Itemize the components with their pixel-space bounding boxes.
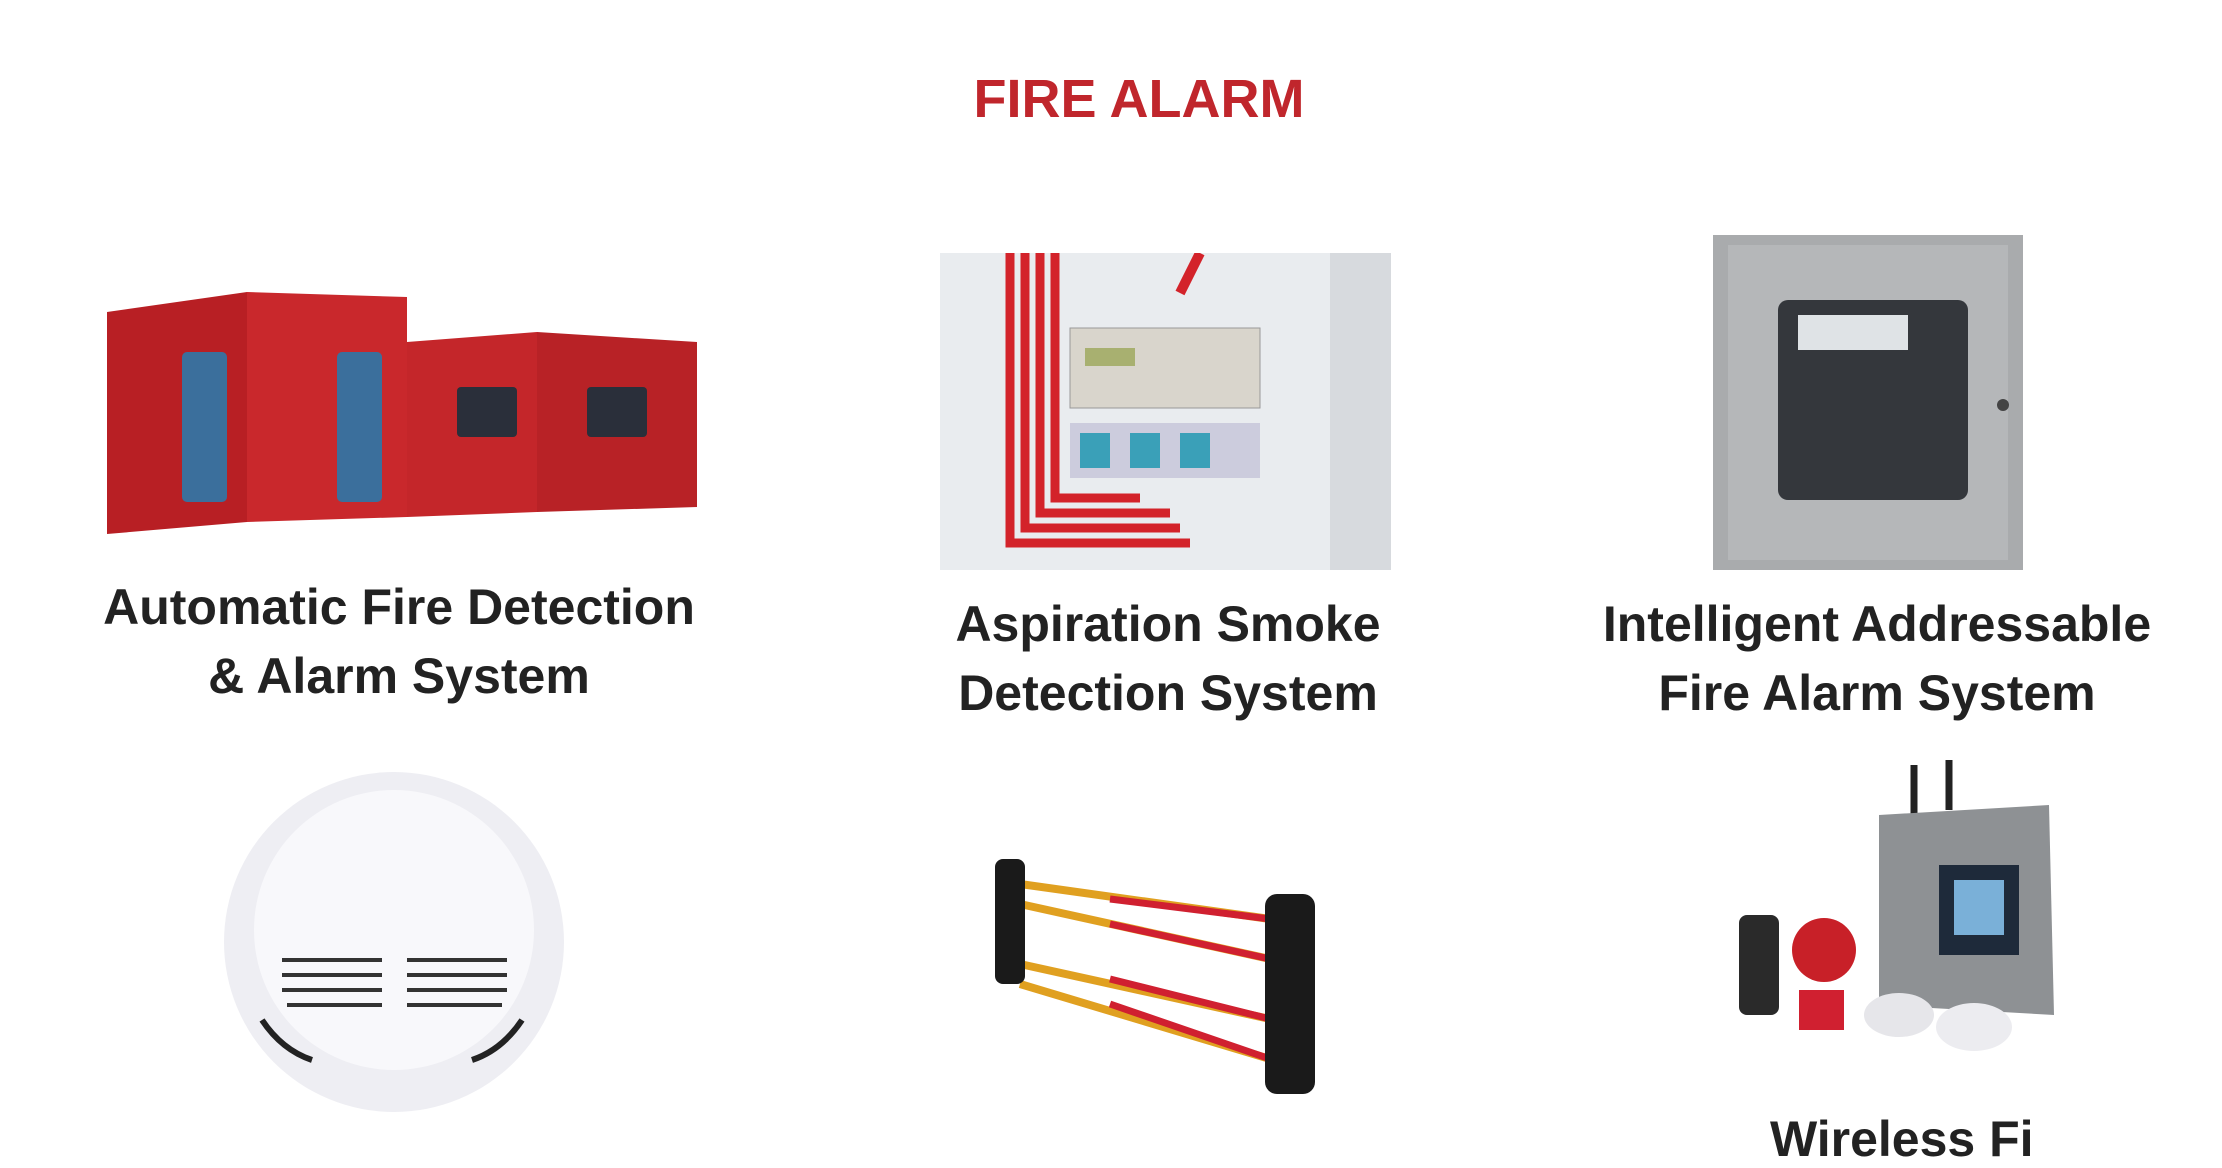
caption-line: Detection System	[958, 665, 1378, 721]
aspiration-system-image	[940, 253, 1391, 570]
caption-wireless-partial: Wireless Fi	[1770, 1111, 2034, 1167]
caption-automatic-fire-detection: Automatic Fire Detection & Alarm System	[49, 573, 749, 711]
page-title: FIRE ALARM	[973, 69, 1305, 129]
caption-line: Automatic Fire Detection	[103, 579, 695, 635]
caption-aspiration-smoke: Aspiration Smoke Detection System	[818, 590, 1518, 728]
caption-line: & Alarm System	[208, 648, 590, 704]
addressable-panel-image	[1713, 235, 2023, 570]
caption-line: Intelligent Addressable	[1602, 596, 2152, 652]
caption-line: Aspiration Smoke	[955, 596, 1381, 652]
smoke-detector-image	[222, 770, 567, 1115]
beam-detector-image	[990, 854, 1325, 1096]
fire-panels-image	[107, 292, 697, 534]
caption-intelligent-addressable: Intelligent Addressable Fire Alarm Syste…	[1527, 590, 2222, 728]
caption-line: Fire Alarm System	[1658, 665, 2096, 721]
wireless-system-image	[1709, 755, 2079, 1070]
